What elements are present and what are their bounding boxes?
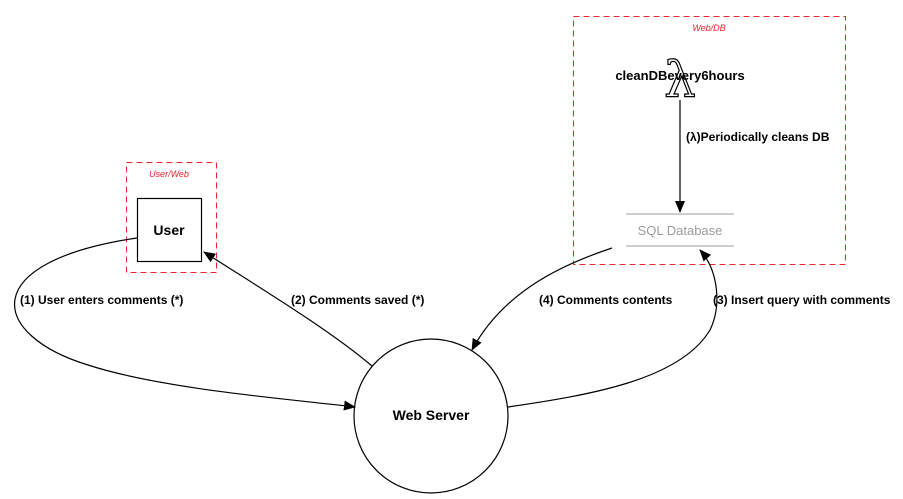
edge-comments-saved[interactable] [203,251,373,367]
lambda-node-label: cleanDBevery6hours [615,68,744,83]
lambda-node[interactable]: λ cleanDBevery6hours [615,50,744,109]
sql-database-label: SQL Database [638,223,723,238]
boundary-user-web-label: User/Web [149,169,189,179]
edge-comments-contents[interactable] [471,247,613,351]
lambda-icon: λ [664,51,696,109]
edge-label-2: (2) Comments saved (*) [291,293,424,307]
web-server-node-label: Web Server [393,407,470,423]
edge-label-1: (1) User enters comments (*) [20,293,183,307]
sql-database-node[interactable]: SQL Database [626,213,734,247]
web-server-node[interactable]: Web Server [353,338,509,494]
boundary-user-web: User/Web [126,162,217,273]
user-node[interactable]: User [136,197,203,263]
edge-insert-query[interactable] [507,249,718,408]
boundary-web-db-label: Web/DB [692,23,725,33]
edge-label-4: (4) Comments contents [539,293,673,307]
edge-label-lambda: (λ)Periodically cleans DB [686,130,830,144]
edge-label-3: (3) Insert query with comments [713,293,891,307]
edge-user-enters-comments[interactable] [14,237,356,411]
user-node-label: User [153,222,185,238]
